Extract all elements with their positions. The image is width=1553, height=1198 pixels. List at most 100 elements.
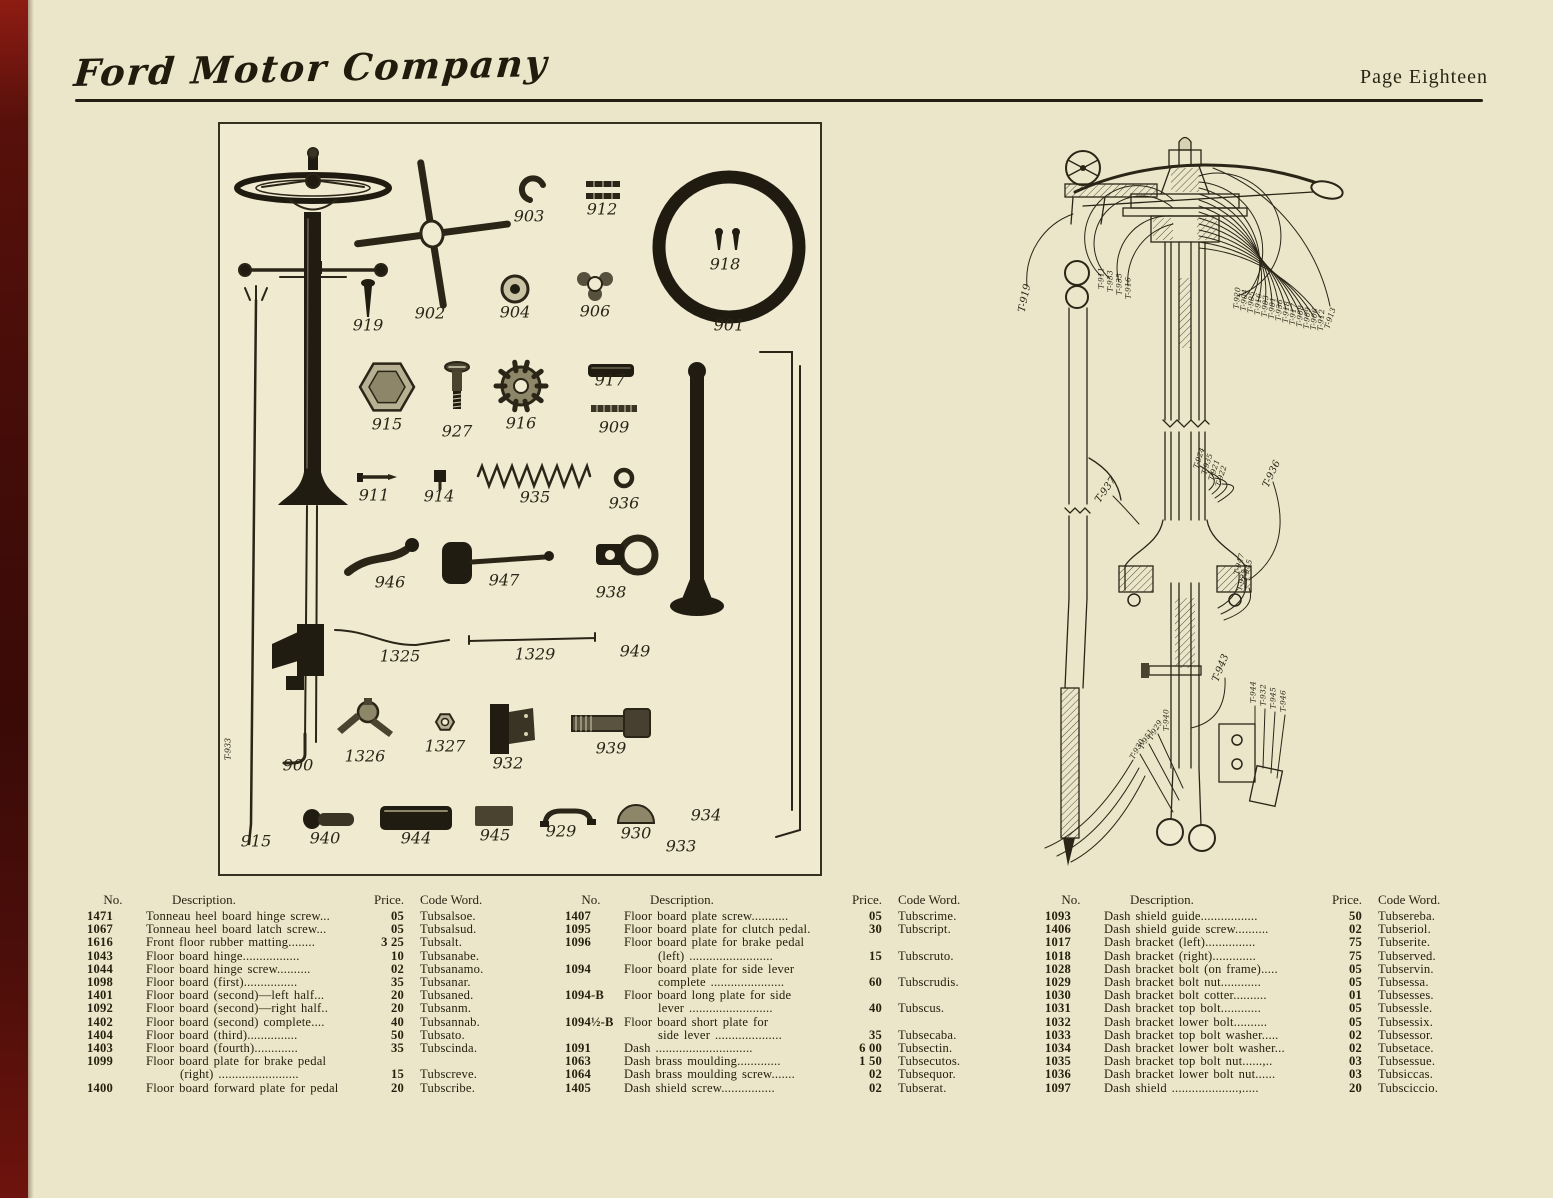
part-number: 1616 [87,935,113,950]
part-code-word: Tubscribe. [420,1080,476,1095]
part-code-word: Tubscruto. [898,948,954,963]
table-header: No. Description. Price. Code Word. [1042,892,1474,908]
part-code-word: Tubsaned. [420,988,474,1003]
col-header-price: Price. [374,892,404,907]
part-code-word: Tubserat. [898,1080,947,1095]
part-code-word: Tubsessle. [1378,1001,1433,1016]
header-rule [75,99,1483,102]
part-number: 1032 [1045,1014,1071,1029]
part-number: 1092 [87,1001,113,1016]
part-code-word: Tubsalt. [420,935,463,950]
lever-946-drawing [344,538,419,576]
rod-915-drawing [244,285,268,846]
part-number: 1034 [1045,1041,1071,1056]
part-code-word: Tubscus. [898,1001,945,1016]
part-description: Dash bracket bolt (on frame)..... [1104,961,1278,976]
col-header-description: Description. [172,892,236,907]
part-description: Tonneau heel board latch screw... [146,922,327,937]
part-price: 20 [391,1001,404,1016]
clamp-938-drawing [596,534,659,576]
quadrant-assembly-drawing [1060,150,1158,866]
part-code-word: Tubsereba. [1378,909,1436,923]
part-price: 20 [391,988,404,1003]
part-description: Dash bracket top bolt nut......,.. [1104,1054,1273,1069]
part-description: Floor board forward plate for pedal [146,1080,339,1095]
part-description: Dash shield guide................. [1104,909,1258,923]
table-header: No. Description. Price. Code Word. [84,892,516,908]
part-label: 929 [545,821,577,841]
spring-935-drawing [476,462,592,490]
clip-903-drawing [518,175,546,203]
handle-929-drawing [540,808,596,827]
book-binding-strip [0,0,28,1198]
part-label: 911 [358,485,390,505]
part-description: Dash bracket bolt nut............ [1104,975,1261,990]
part-price: 10 [391,948,404,963]
part-label: 927 [441,421,473,441]
part-number: 1035 [1045,1054,1071,1069]
screw-919-drawing [361,279,375,317]
part-code-word: Tubsalsud. [420,922,477,937]
part-code-word: Tubsecutos. [898,1054,961,1069]
part-code-word: Tubservin. [1378,961,1434,976]
part-price: 02 [1349,1041,1362,1056]
rod-933-drawing [775,365,801,838]
part-price: 40 [391,1014,404,1029]
part-number: 1044 [87,961,113,976]
part-price: 02 [1349,1027,1362,1042]
part-code-word: Tubsessix. [1378,1014,1434,1029]
part-code-word: Tubsalsoe. [420,909,476,923]
part-label: T-933 [1105,270,1115,292]
part-label: T-911 [1096,267,1106,289]
part-label: 903 [513,206,545,226]
part-description: Dash brass moulding screw....... [624,1067,795,1082]
block-945-drawing [475,806,513,826]
part-description: Floor board plate for clutch pedal. [624,922,811,937]
ford-motor-company-logo: Ford Motor Company [72,40,551,96]
lower-column-section [1141,582,1284,852]
part-label: T-932 [1258,684,1268,706]
gear-916-drawing [493,359,549,413]
part-description: Floor board (third)............... [146,1027,298,1042]
part-description: Dash ............................. [624,1041,753,1056]
bolt-939-drawing [571,708,651,738]
part-label: 906 [579,301,611,321]
part-code-word: Tubsectin. [898,1041,953,1056]
part-label: 938 [595,582,627,602]
part-price: 35 [869,1027,882,1042]
leader-arcs [1026,167,1331,319]
part-number: 1402 [87,1014,113,1029]
part-label: 936 [608,493,640,513]
handle-947-drawing [442,542,554,584]
part-code-word: Tubseriol. [1378,922,1431,937]
part-label: 916 [505,413,537,433]
rod-1325-drawing [334,629,450,647]
part-price: 05 [869,909,882,923]
part-description: Dash bracket (right)............. [1104,948,1256,963]
col-header-code-word: Code Word. [420,892,483,907]
col-header-code-word: Code Word. [1378,892,1441,907]
part-description: Dash bracket lower bolt washer... [1104,1041,1285,1056]
part-code-word: Tubsato. [420,1027,465,1042]
part-number: 1095 [565,922,591,937]
part-label: 900 [282,755,314,775]
part-description: Floor board (second)—left half... [146,988,325,1003]
ring-936-drawing [613,467,635,489]
